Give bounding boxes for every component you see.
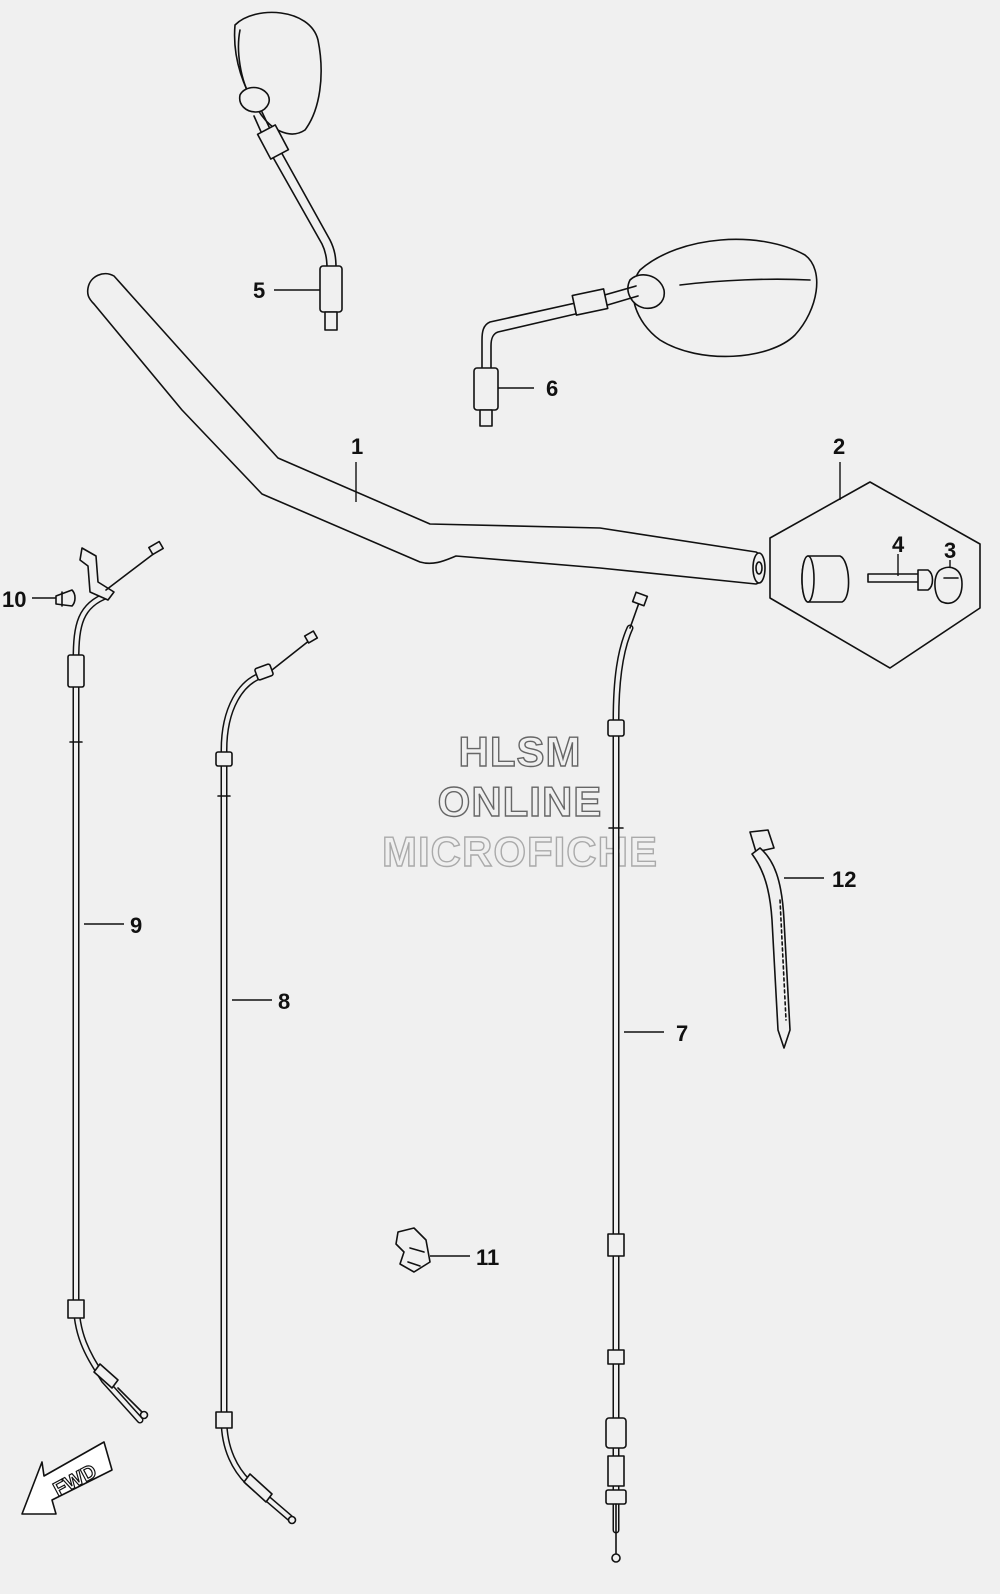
part-label-6: 6 xyxy=(546,376,558,401)
mirror-right-part-6[interactable] xyxy=(473,238,818,427)
bolt-part-4[interactable] xyxy=(867,569,934,591)
handlebar-part-1[interactable] xyxy=(86,272,766,585)
cable-part-8[interactable] xyxy=(215,630,319,1525)
watermark: HLSM ONLINE MICROFICHE xyxy=(381,727,658,875)
part-label-5: 5 xyxy=(253,278,265,303)
part-label-11: 11 xyxy=(476,1245,499,1270)
screw-part-10[interactable] xyxy=(55,589,76,607)
part-label-12: 12 xyxy=(832,867,856,892)
part-label-4: 4 xyxy=(892,532,905,557)
cable-tie-part-12[interactable] xyxy=(749,829,791,1049)
part-label-7: 7 xyxy=(676,1021,688,1046)
watermark-line1: HLSM xyxy=(459,728,582,775)
cap-part-3[interactable] xyxy=(934,566,963,604)
part-label-10: 10 xyxy=(2,587,26,612)
fwd-arrow-icon: FWD xyxy=(21,1441,113,1515)
mirror-left-part-5[interactable] xyxy=(233,11,343,331)
clamp-part-11[interactable] xyxy=(395,1227,431,1273)
watermark-line2: ONLINE xyxy=(438,778,603,825)
leader-lines xyxy=(32,289,951,1257)
part-label-8: 8 xyxy=(278,989,290,1014)
cable-part-9[interactable] xyxy=(67,540,164,1424)
watermark-line3: MICROFICHE xyxy=(382,828,658,875)
part-label-1: 1 xyxy=(351,434,363,459)
part-label-9: 9 xyxy=(130,913,142,938)
part-labels: 1 2 3 4 5 6 7 8 9 10 11 12 xyxy=(2,278,956,1270)
cable-part-7[interactable] xyxy=(605,591,649,1563)
part-label-2: 2 xyxy=(833,434,845,459)
part-label-3: 3 xyxy=(944,538,956,563)
